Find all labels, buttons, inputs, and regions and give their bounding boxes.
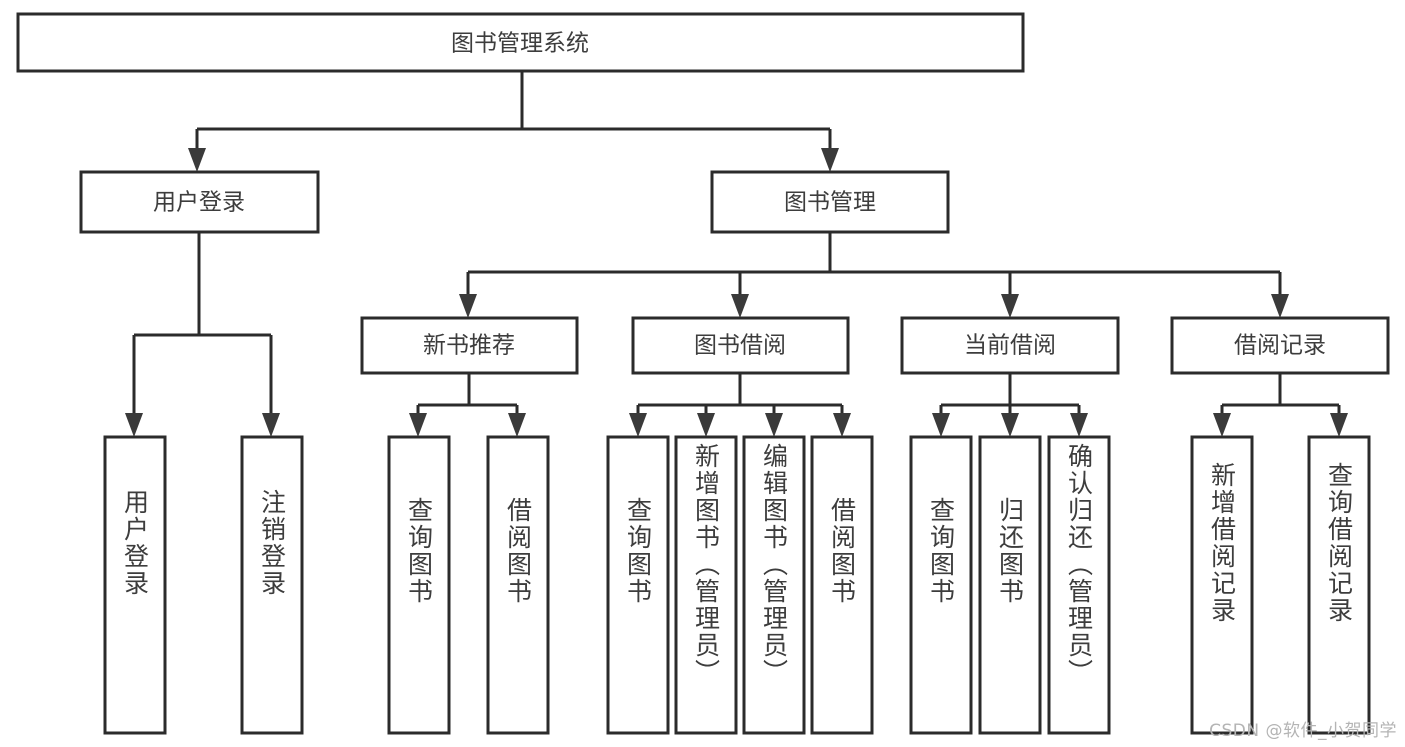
node-borrow-record-label: 借阅记录 — [1234, 333, 1326, 359]
leaf-rect-confirm-return[interactable] — [1047, 435, 1111, 735]
leaf-rect-query-book-2[interactable] — [606, 435, 670, 735]
node-root-label: 图书管理系统 — [451, 31, 589, 57]
leaf-rect-borrow-book-1[interactable] — [486, 435, 550, 735]
node-book-borrow-label: 图书借阅 — [694, 333, 786, 359]
csdn-watermark: CSDN @软件_小贺同学 — [1209, 721, 1397, 741]
node-user-login-label: 用户登录 — [153, 190, 245, 216]
connector-bookborrow-to-leaves — [629, 373, 851, 437]
leaf-rect-borrow-book-2[interactable] — [810, 435, 874, 735]
node-current-borrow[interactable]: 当前借阅 — [900, 316, 1120, 375]
leaf-rect-query-book-1[interactable] — [387, 435, 451, 735]
node-user-login[interactable]: 用户登录 — [79, 170, 320, 234]
leaf-rect-logout[interactable] — [240, 435, 304, 735]
node-book-borrow[interactable]: 图书借阅 — [631, 316, 850, 375]
connector-userlogin-to-leaves — [125, 232, 280, 437]
node-borrow-record[interactable]: 借阅记录 — [1170, 316, 1390, 375]
leaf-rect-edit-book[interactable] — [742, 435, 806, 735]
leaf-rect-query-book-3[interactable] — [909, 435, 973, 735]
connector-root-to-level1 — [188, 71, 839, 172]
node-new-book-rec[interactable]: 新书推荐 — [360, 316, 579, 375]
connector-bookmanage-to-level2 — [459, 232, 1289, 318]
node-current-borrow-label: 当前借阅 — [964, 333, 1056, 359]
leaf-rect-add-record[interactable] — [1190, 435, 1254, 735]
connector-borrowrecord-to-leaves — [1213, 373, 1348, 437]
connector-currentborrow-to-leaves — [932, 373, 1088, 437]
node-root[interactable]: 图书管理系统 — [16, 12, 1025, 73]
node-book-manage[interactable]: 图书管理 — [710, 170, 950, 234]
leaf-rect-user-login[interactable] — [103, 435, 167, 735]
leaf-rect-return-book[interactable] — [978, 435, 1042, 735]
leaf-rect-add-book[interactable] — [674, 435, 738, 735]
connector-newbookrec-to-leaves — [409, 373, 526, 437]
node-book-manage-label: 图书管理 — [784, 190, 876, 216]
node-new-book-rec-label: 新书推荐 — [423, 333, 515, 359]
leaf-rects — [103, 435, 1371, 735]
leaf-rect-query-record[interactable] — [1307, 435, 1371, 735]
